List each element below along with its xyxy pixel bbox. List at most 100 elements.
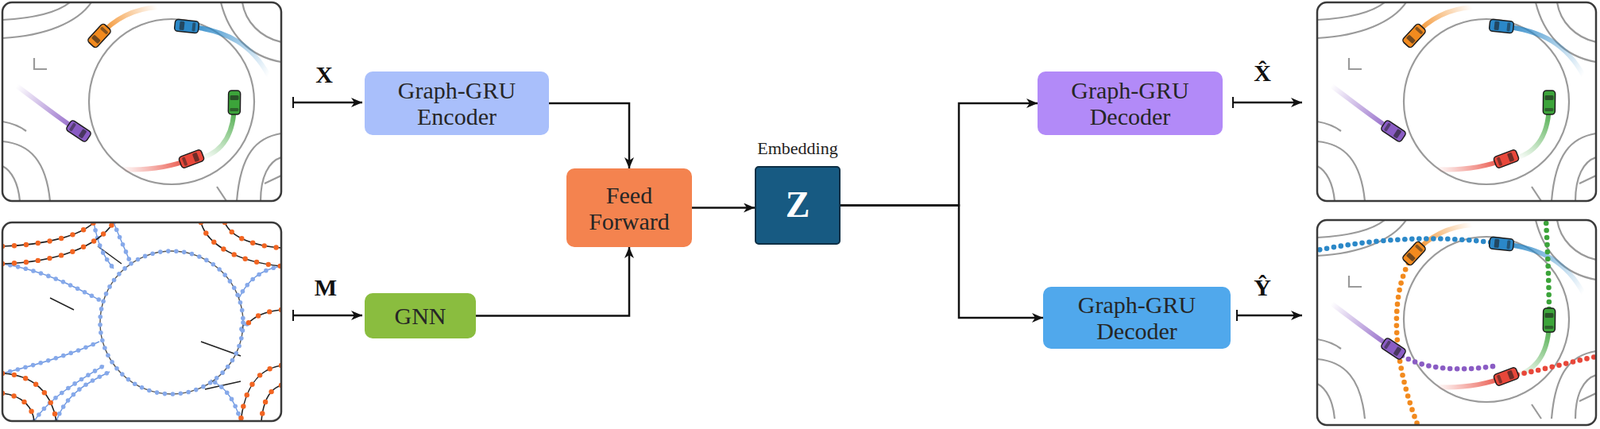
graph-node [77,386,82,392]
prediction-dot [1433,364,1439,371]
lane-nodes [2,371,58,417]
road-line [1317,339,1342,349]
road-line [242,2,282,43]
graph-node [92,228,98,233]
graph-node [262,399,268,405]
graph-node [211,239,217,244]
prediction-dot [1483,364,1489,371]
graph-node [109,359,115,365]
graph-node [239,235,244,241]
graph-node [15,264,21,270]
prediction-dot [1544,235,1550,241]
car-icon [1401,23,1427,49]
graph-node [232,403,238,409]
graph-node [224,390,230,395]
graph-node [91,238,97,244]
graph-node [35,240,41,246]
car-icon [65,119,92,143]
graph-node [69,248,75,254]
roundabout-lane [100,251,244,395]
graph-node [99,306,105,312]
history-trail [1501,243,1584,294]
prediction-dot [1570,359,1577,365]
prediction-dot [1584,355,1590,362]
prediction-dot [1528,369,1535,375]
panel-border [1317,220,1597,426]
graph-node [97,243,103,248]
graph-node [36,412,42,418]
lane-line [2,222,94,247]
graph-node [11,243,17,248]
road-line [1317,121,1342,132]
prediction-dot [1480,239,1487,245]
road-line [1348,57,1362,70]
graph-node [242,256,248,262]
variable-label: M [314,274,337,302]
road-line [1317,220,1385,238]
graph-node [254,259,259,265]
graph-node [193,387,199,393]
flow-arrow [293,101,363,105]
graph-node [225,364,231,370]
car-icon [1542,90,1555,115]
prediction-dot [1447,366,1454,372]
graph-node [150,251,155,256]
graph-node [126,256,132,262]
graph-node [96,297,101,302]
prediction-dot [1549,364,1555,371]
road-line [2,2,70,20]
lane-nodes [2,222,115,267]
graph-node [100,338,105,344]
prediction-dot [1395,236,1401,243]
graph-node [204,258,209,263]
graph-node [99,364,105,370]
lane-line [261,385,282,422]
graph-node [146,388,152,394]
prediction-dot [1387,237,1394,244]
graph-node [128,261,134,267]
graph-node [266,309,272,314]
graph-node [89,293,95,299]
decoder-box: Graph-GRU Decoder [1043,286,1231,349]
graph-node [46,274,51,279]
graph-node [38,360,43,366]
prediction-dot [1411,413,1418,420]
graph-node [132,381,138,387]
road-line [1317,2,1407,39]
prediction-dot [1466,237,1473,244]
car-icon [1379,336,1407,360]
graph-node [61,404,66,410]
lane-nodes [238,363,282,422]
prediction-dot [1394,323,1400,329]
graph-node [107,284,113,290]
graph-node [268,389,274,395]
prediction-dot [1476,365,1482,372]
graph-node [229,397,235,402]
graph-node [235,411,241,417]
graph-node [81,244,86,250]
lane-nodes [2,222,97,249]
lane-connector [210,379,241,422]
prediction-dot [1545,292,1552,298]
road-line [1557,2,1597,43]
road-line [1579,393,1597,402]
panel-border [1317,2,1597,201]
panel-ground [1317,2,1597,201]
graph-node [256,272,262,278]
graph-node [123,249,129,255]
graph-node [109,263,115,269]
graph-node [23,365,28,371]
flow-connector [840,103,1038,206]
graph-node [23,266,29,271]
roundabout [88,19,255,185]
graph-node [53,395,58,401]
panel-ground [2,222,282,422]
prediction-dot [1545,285,1552,291]
lane-boundary [200,341,241,356]
graph-node [250,240,256,246]
graph-node [246,320,252,325]
graph-node [262,243,267,248]
graph-node [231,285,237,291]
prediction-dot [1440,365,1446,372]
graph-node [58,235,64,241]
